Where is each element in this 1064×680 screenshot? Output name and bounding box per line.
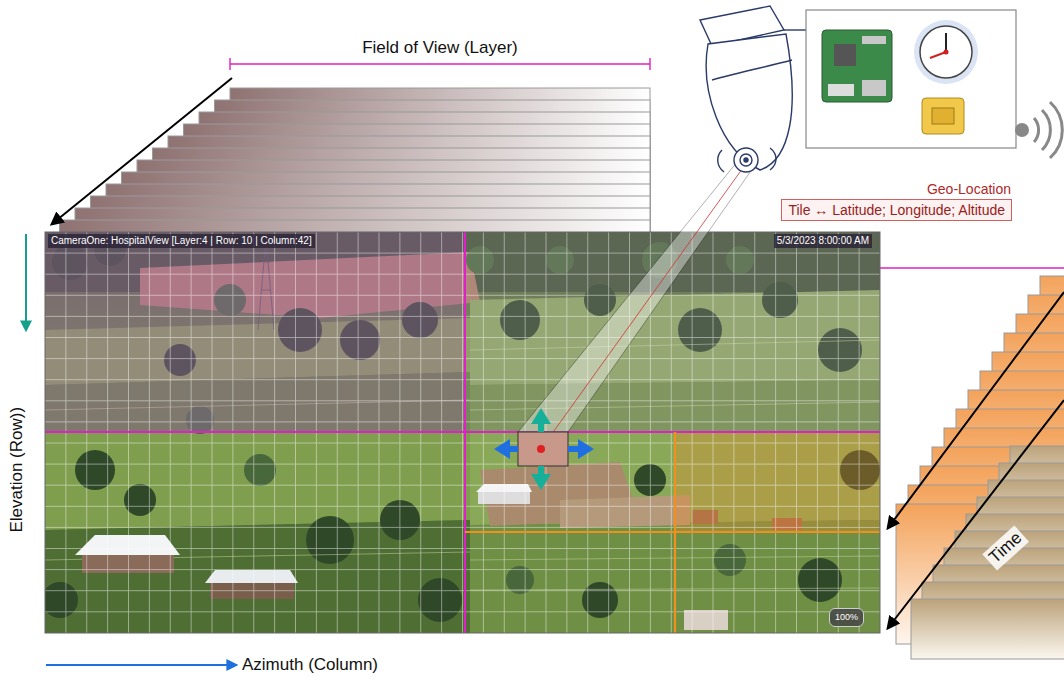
aim-line bbox=[541, 165, 745, 449]
grid-line bbox=[45, 274, 880, 275]
grid-line bbox=[45, 548, 880, 549]
grid-line bbox=[45, 295, 880, 296]
grid-line bbox=[45, 506, 880, 507]
grid-line bbox=[45, 485, 880, 486]
azimuth-arrow bbox=[46, 664, 236, 666]
zoom-badge: 100% bbox=[829, 608, 864, 627]
selected-tile bbox=[518, 432, 568, 466]
time-frame bbox=[911, 599, 1064, 659]
grid-line bbox=[45, 337, 880, 338]
hillside-photo bbox=[45, 232, 880, 633]
grid-line bbox=[45, 443, 880, 444]
ptz-camera bbox=[700, 6, 806, 172]
grid-line bbox=[45, 464, 880, 465]
axis-title: Elevation (Row)) bbox=[7, 407, 27, 533]
layer-arrow bbox=[52, 78, 232, 224]
photo-frame bbox=[45, 232, 880, 633]
grid-line bbox=[45, 253, 880, 254]
axis-title: Time bbox=[983, 526, 1029, 571]
tile-stack bbox=[896, 276, 1064, 644]
grid-line bbox=[45, 400, 880, 401]
grid-line bbox=[45, 590, 880, 591]
box-text: Tile ↔ Latitude; Longitude; Altitude bbox=[788, 202, 1005, 218]
time-arrow bbox=[888, 400, 1064, 628]
grid-line bbox=[45, 316, 880, 317]
elevation-arrow bbox=[25, 234, 27, 330]
grid-line bbox=[45, 569, 880, 570]
grid-line bbox=[45, 611, 880, 612]
timestamp: 5/3/2023 8:00:00 AM bbox=[774, 234, 872, 248]
grid-line bbox=[45, 527, 880, 528]
tile-center bbox=[537, 445, 545, 453]
tile-arrow bbox=[888, 292, 1064, 528]
tile-arrows bbox=[494, 408, 594, 490]
badge-text: 100% bbox=[835, 612, 858, 623]
geo-location-box: Geo-LocationTile ↔ Latitude; Longitude; … bbox=[781, 199, 1012, 221]
grid-line bbox=[45, 379, 880, 380]
axis-title: Field of View (Layer) bbox=[362, 38, 518, 58]
axis-title: Azimuth (Column) bbox=[242, 655, 378, 675]
device-box bbox=[806, 10, 1062, 158]
time-stack bbox=[911, 446, 1064, 659]
box-heading: Geo-Location bbox=[927, 181, 1011, 197]
grid-line bbox=[45, 421, 880, 422]
fov-dimension bbox=[230, 58, 650, 70]
grid-line bbox=[45, 358, 880, 359]
overlay-caption: CameraOne: HospitalView [Layer:4 | Row: … bbox=[48, 234, 315, 248]
